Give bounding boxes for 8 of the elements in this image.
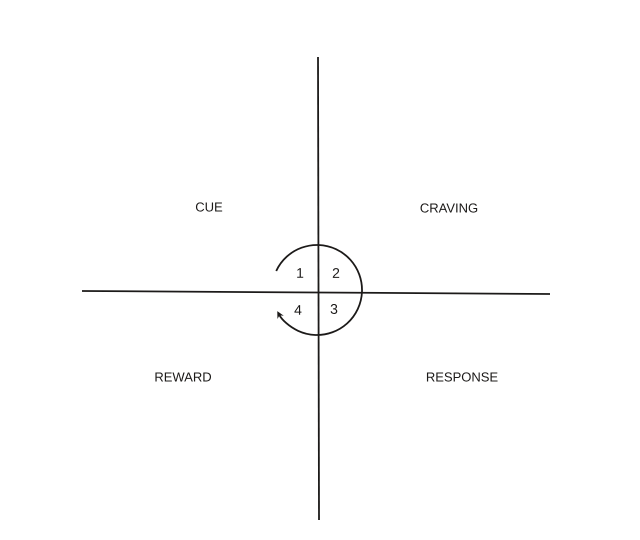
step-number: 3 [330, 304, 338, 314]
quadrant-label: RESPONSE [426, 372, 498, 382]
step-number: 4 [294, 305, 302, 315]
quadrant-label: CRAVING [420, 203, 478, 213]
step-number: 2 [332, 268, 340, 278]
step-number: 1 [297, 268, 304, 278]
quadrant-label: CUE [196, 202, 222, 212]
quadrant-label: REWARD [155, 372, 212, 382]
